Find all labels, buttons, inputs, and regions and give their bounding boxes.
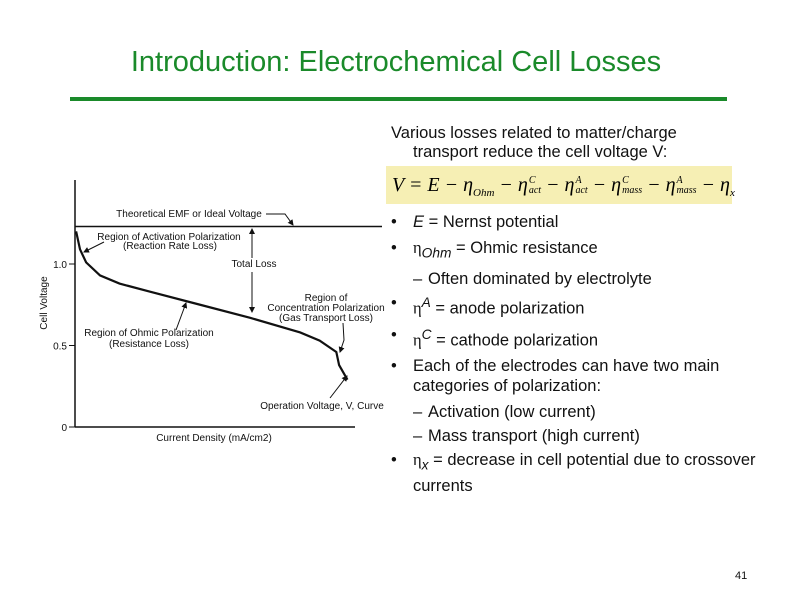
bullet-text: = Ohmic resistance <box>451 239 598 257</box>
bullet-list: •E = Nernst potential •ηOhm = Ohmic resis… <box>391 212 761 502</box>
bullet-text: = cathode polarization <box>431 331 599 350</box>
bullet-marker: – <box>413 403 423 422</box>
title-divider <box>70 97 727 101</box>
slide-title: Introduction: Electrochemical Cell Losse… <box>130 46 662 78</box>
annotation-ideal-voltage: Theoretical EMF or Ideal Voltage <box>116 209 262 220</box>
annotation-ohmic-sub: (Resistance Loss) <box>109 339 189 350</box>
y-tick-label: 1.0 <box>53 260 67 271</box>
y-axis-label: Cell Voltage <box>39 276 50 330</box>
y-tick-label: 0 <box>61 423 67 434</box>
bullet-text: = anode polarization <box>430 299 585 318</box>
bullet-text: Mass transport (high current) <box>428 427 640 446</box>
arrow-icon <box>329 375 348 399</box>
bullet-item: •E = Nernst potential <box>391 213 559 231</box>
equation-lhs: V = E <box>392 174 440 196</box>
bullet-text: = decrease in cell potential due to cros… <box>413 451 756 495</box>
arrow-icon <box>175 302 188 331</box>
bullet-item: •ηx = decrease in cell potential due to … <box>391 450 756 495</box>
intro-line-2: transport reduce the cell voltage V: <box>413 143 668 161</box>
annotation-concentration: Region of <box>305 293 348 304</box>
bullet-text: Each of the electrodes can have two main… <box>413 357 720 396</box>
bullet-marker: • <box>391 325 397 344</box>
arrow-icon <box>83 241 105 253</box>
arrow-icon <box>266 213 294 226</box>
bullet-marker: • <box>391 213 397 231</box>
annotation-total-loss: Total Loss <box>231 259 276 270</box>
annotation-activation: Region of Activation Polarization <box>97 232 240 243</box>
intro-line-1: Various losses related to matter/charge <box>391 124 677 142</box>
bullet-marker: – <box>413 427 423 446</box>
operation-voltage-curve <box>75 231 349 381</box>
bullet-item: •ηC = cathode polarization <box>391 325 599 350</box>
bullet-item: –Often dominated by electrolyte <box>391 269 761 289</box>
y-tick-label: 0.5 <box>53 342 67 353</box>
bullet-text: Activation (low current) <box>428 403 596 422</box>
equation-term: ηx <box>720 174 735 199</box>
bullet-item: –Activation (low current) <box>391 402 761 422</box>
annotation-activation-sub: (Reaction Rate Loss) <box>123 241 217 252</box>
bullet-text: = Nernst potential <box>424 213 559 231</box>
bullet-marker: – <box>413 270 423 289</box>
bullet-item: •ηOhm = Ohmic resistance <box>391 238 598 261</box>
annotation-concentration-3: (Gas Transport Loss) <box>279 313 373 324</box>
bullet-marker: • <box>391 294 397 313</box>
page-number: 41 <box>735 570 748 582</box>
bullet-item: • Each of the electrodes can have two mai… <box>391 356 761 396</box>
x-axis-label: Current Density (mA/cm2) <box>156 433 272 444</box>
bullet-marker: • <box>391 239 397 257</box>
bullet-text: Often dominated by electrolyte <box>428 270 652 289</box>
arrow-icon <box>338 322 345 353</box>
bullet-item: •ηA = anode polarization <box>391 294 585 318</box>
annotation-ohmic: Region of Ohmic Polarization <box>84 328 214 339</box>
bullet-marker: • <box>391 451 397 470</box>
bullet-marker: • <box>391 357 397 376</box>
bullet-item: –Mass transport (high current) <box>391 426 761 446</box>
annotation-concentration-2: Concentration Polarization <box>267 303 384 314</box>
equation-term: ηOhm <box>463 174 495 199</box>
intro-text: Various losses related to matter/charge … <box>391 124 751 162</box>
annotation-operation-voltage: Operation Voltage, V, Curve <box>260 401 384 412</box>
